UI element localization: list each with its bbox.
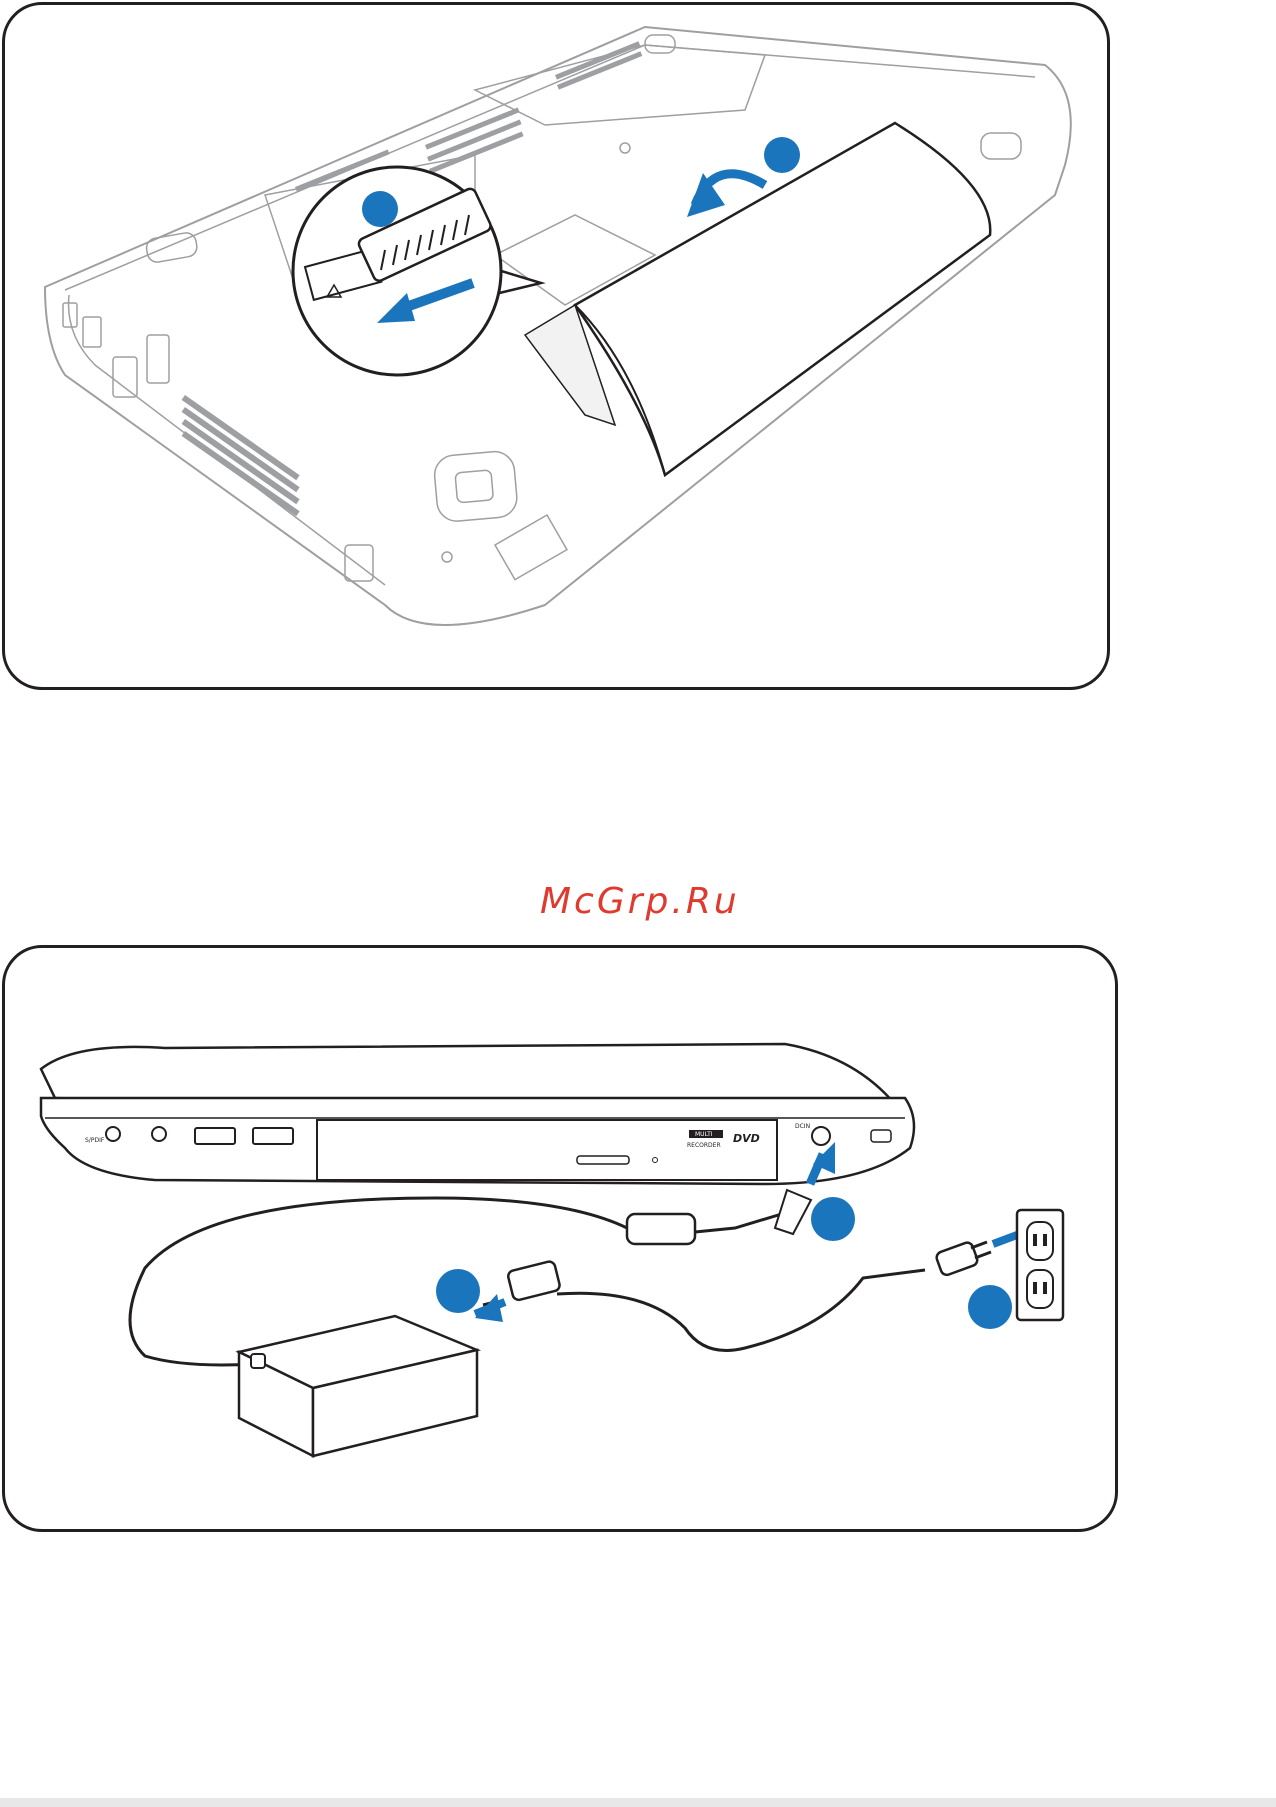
spdif-label: S/PDIF bbox=[85, 1137, 105, 1144]
wall-outlet bbox=[1017, 1210, 1063, 1320]
wall-plug bbox=[935, 1241, 991, 1277]
watermark-text: McGrp.Ru bbox=[540, 880, 760, 924]
dcin-label: DCIN bbox=[795, 1123, 810, 1130]
dc-plug bbox=[627, 1190, 811, 1244]
laptop-side-view: S/PDIF MULTI RECORDER DVD DCIN bbox=[41, 1044, 914, 1184]
step-marker-3 bbox=[811, 1197, 855, 1241]
power-connection-illustration: S/PDIF MULTI RECORDER DVD DCIN bbox=[5, 948, 1118, 1532]
step-marker-1 bbox=[362, 191, 398, 227]
optical-drive bbox=[317, 1120, 777, 1180]
power-connection-illustration-panel: S/PDIF MULTI RECORDER DVD DCIN bbox=[2, 945, 1118, 1532]
page-footer-strip bbox=[0, 1798, 1276, 1807]
dvd-logo: DVD bbox=[733, 1132, 760, 1145]
recorder-label: RECORDER bbox=[687, 1142, 721, 1149]
step-marker-2 bbox=[968, 1285, 1012, 1329]
step-marker-1 bbox=[436, 1269, 480, 1313]
multi-label: MULTI bbox=[695, 1131, 713, 1138]
step-marker-2 bbox=[764, 137, 800, 173]
battery-removal-illustration-panel bbox=[2, 2, 1110, 690]
adapter-arrow bbox=[475, 1294, 503, 1322]
ac-adapter-brick bbox=[239, 1316, 477, 1456]
battery-removal-illustration bbox=[5, 5, 1110, 690]
